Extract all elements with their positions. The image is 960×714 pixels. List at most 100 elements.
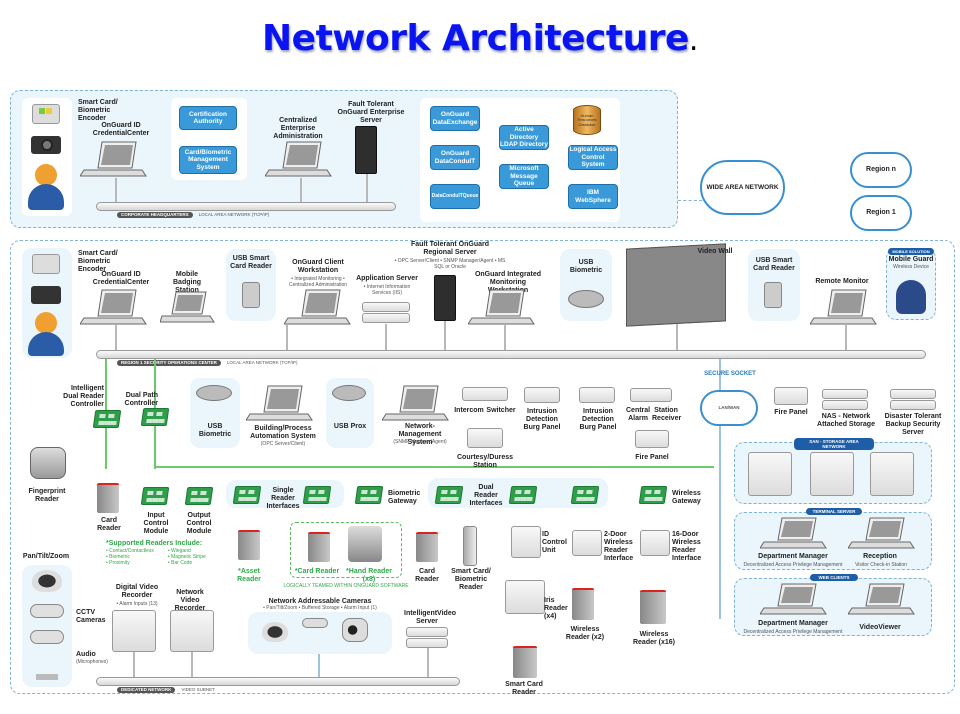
asset-reader-label: *Asset Reader xyxy=(237,568,261,584)
dvr-icon xyxy=(112,610,156,652)
region-bus-tag: REGION 1 SECURITY OPERATIONS CENTER xyxy=(117,360,221,366)
dvr-label: Digital Video Recorder xyxy=(115,584,159,600)
dome-camera-icon xyxy=(32,570,62,592)
san-server-icon xyxy=(810,452,854,496)
dept-mgr-sub: Decentralized Access Privilege Managemen… xyxy=(743,562,843,568)
reception-laptop-icon xyxy=(848,517,915,549)
nas-label: NAS - Network Attached Storage xyxy=(817,413,875,429)
wireless-x16-label: Wireless Reader (x16) xyxy=(632,631,676,647)
nms-label: Network-Management System xyxy=(398,423,442,447)
cameras-label: Network Addressable Cameras xyxy=(268,598,372,605)
smart-card-reader-icon xyxy=(513,646,537,678)
usb-biometric-panel xyxy=(560,249,612,321)
connector-line xyxy=(845,325,847,350)
mobile-badging-label: Mobile Badging Station xyxy=(173,271,201,295)
active-directory-box: Active Directory LDAP Directory xyxy=(499,125,549,150)
nas-icon xyxy=(822,389,868,399)
reception-label: Reception xyxy=(863,553,897,560)
usb-biometric-field-label: USB Biometric xyxy=(198,423,232,439)
title-text: Network Architecture xyxy=(262,18,689,59)
ibm-websphere-box: IBM WebSphere xyxy=(568,184,618,209)
connector-line xyxy=(300,178,302,202)
connector-line xyxy=(133,652,135,677)
client-ws-label: OnGuard Client Workstation xyxy=(292,259,344,275)
camera-icon xyxy=(31,286,61,304)
data-conduit-box: OnGuard DataConduIT xyxy=(430,145,480,170)
nvr-label: Network Video Recorder xyxy=(174,589,206,613)
building-automation-label: Building/Process Automation System xyxy=(250,425,316,441)
supported-item: • Proximity xyxy=(106,560,130,567)
nvr-icon xyxy=(170,610,214,652)
video-bus-net: VIDEO SUBNET xyxy=(181,687,215,692)
disaster-server-icon xyxy=(890,389,936,399)
user-body-icon xyxy=(28,332,64,356)
hand-reader-label: *Hand Reader (x8) xyxy=(346,568,392,584)
region-lan-bus: REGION 1 SECURITY OPERATIONS CENTER LOCAL… xyxy=(96,350,926,366)
enterprise-server-label: Fault Tolerant OnGuard Enterprise Server xyxy=(337,101,405,125)
connector-line xyxy=(504,325,506,350)
user-head-icon xyxy=(35,164,57,186)
card-bio-mgmt-box: Card/Biometric Management System xyxy=(179,146,237,174)
dual-reader-label: Dual Reader Interfaces xyxy=(469,484,503,508)
teamed-group xyxy=(290,522,402,578)
input-module-board-icon xyxy=(140,487,170,505)
biometric-scanner-icon xyxy=(568,290,604,308)
videoviewer-label: VideoViewer xyxy=(859,624,901,631)
central-alarm-icon xyxy=(630,388,672,402)
connector-line xyxy=(366,174,368,202)
dept-mgr-2-laptop-icon xyxy=(760,583,827,615)
fire-panel-right-icon xyxy=(774,387,808,405)
card-reader-star-icon xyxy=(308,532,330,562)
region-bus-net: LOCAL AREA NETWORK (TCP/IP) xyxy=(226,360,298,365)
hand-reader-icon xyxy=(348,526,382,562)
cert-authority-box: Certification Authority xyxy=(179,106,237,130)
output-module-board-icon xyxy=(184,487,214,505)
supported-item: • Contact/Contactless xyxy=(106,548,154,555)
connector-line xyxy=(385,324,387,350)
card-reader-label: Card Reader xyxy=(97,517,121,533)
two-door-interface-icon xyxy=(572,530,602,556)
fire-panel-icon xyxy=(635,430,669,448)
app-server-label: Application Server xyxy=(356,275,418,282)
fire-panel-label: Fire Panel xyxy=(635,454,669,461)
remote-monitor-label: Remote Monitor xyxy=(815,278,869,285)
connector-line xyxy=(191,652,193,677)
wireless-gateway-label: Wireless Gateway xyxy=(672,490,701,506)
green-connector xyxy=(154,466,714,468)
prox-reader-icon xyxy=(332,385,366,401)
data-conduit-queue-box: DataConduITQueue xyxy=(430,184,480,209)
smart-bio-reader-label: Smart Card/ Biometric Reader xyxy=(451,568,491,592)
remote-monitor-laptop-icon xyxy=(810,289,877,325)
central-admin-laptop-icon xyxy=(265,141,332,177)
dept-mgr-laptop-icon xyxy=(760,517,827,549)
supported-item: • Bar Code xyxy=(167,560,193,567)
connector-line xyxy=(115,325,117,350)
ptz-label: Pan/Tilt/Zoom xyxy=(22,553,70,560)
corp-credential-laptop-icon xyxy=(80,141,147,177)
card-reader-2-label: Card Reader xyxy=(415,568,439,584)
intrusion-2-label: Intrusion Detection Burg Panel xyxy=(579,408,617,432)
lanwan-label: LAN/WAN xyxy=(718,405,740,411)
intelligent-dual-board-icon xyxy=(92,410,122,428)
supported-item: • Biometric xyxy=(106,554,130,561)
smart-card-reader-icon xyxy=(764,282,782,308)
supported-item: • Wiegand xyxy=(167,548,191,555)
cctv-camera-icon xyxy=(30,604,64,618)
san-server-icon xyxy=(748,452,792,496)
connector-line xyxy=(115,178,117,202)
san-server-icon xyxy=(870,452,914,496)
dual-reader-board-icon xyxy=(434,486,464,504)
reception-sub: Visitor Check-in Station xyxy=(855,562,907,568)
region-1-cloud: Region 1 xyxy=(850,195,912,231)
secure-socket-label: SECURE SOCKET xyxy=(704,371,756,377)
central-admin-label: Centralized Enterprise Administration xyxy=(273,117,323,141)
id-control-unit-icon xyxy=(511,526,541,558)
dual-path-board-icon xyxy=(140,408,170,426)
usb-biometric-label: USB Biometric xyxy=(569,259,603,275)
region-credential-laptop-icon xyxy=(80,289,147,325)
app-server-sub: • Internet Information Services (IIS) xyxy=(363,284,411,296)
iris-reader-icon xyxy=(505,580,545,614)
ivs-label: IntelligentVideo Server xyxy=(404,610,456,626)
smart-bio-reader-icon xyxy=(463,526,477,566)
